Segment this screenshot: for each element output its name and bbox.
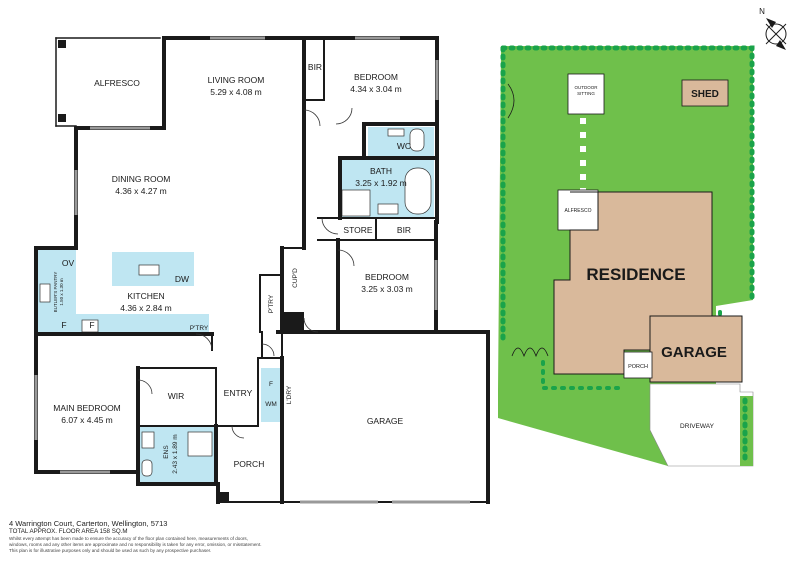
total-floor-area: TOTAL APPROX. FLOOR AREA 158 SQ.M xyxy=(9,528,128,535)
room-ensuite-name: ENS xyxy=(163,445,170,459)
service-block xyxy=(282,312,304,332)
room-bedroom-mid-size: 3.25 x 3.03 m xyxy=(361,284,413,294)
disclaimer-line-2: windows, rooms and any other items are a… xyxy=(9,542,262,547)
ensuite-basin xyxy=(141,431,155,449)
shed-label: SHED xyxy=(691,89,719,100)
walls xyxy=(34,36,490,504)
room-bedroom-top-name: BEDROOM xyxy=(354,72,398,82)
room-butlers-size: 1.50 x 1.30 m xyxy=(59,278,64,306)
shed xyxy=(681,79,729,107)
site-porch xyxy=(623,351,653,379)
room-bath-size: 3.25 x 1.92 m xyxy=(355,178,407,188)
site-porch-label: PORCH xyxy=(628,364,648,370)
property-address: 4 Warrington Court, Carterton, Wellingto… xyxy=(9,519,168,528)
ensuite-toilet xyxy=(141,459,153,477)
room-garage: GARAGE xyxy=(367,416,404,426)
room-bedroom-top-size: 4.34 x 3.04 m xyxy=(350,84,402,94)
room-cupboard: CUP'D xyxy=(292,268,299,288)
site-plan: OUTDOOR SITTING SHED ALFRESCO RESIDENCE … xyxy=(498,7,787,467)
footer: 4 Warrington Court, Carterton, Wellingto… xyxy=(9,519,389,554)
driveway-label: DRIVEWAY xyxy=(680,423,715,430)
wc-basin xyxy=(387,128,405,137)
room-bedroom-mid-name: BEDROOM xyxy=(365,272,409,282)
room-labels: ALFRESCO LIVING ROOM 5.29 x 4.08 m BIR B… xyxy=(53,62,413,474)
site-alfresco-label: ALFRESCO xyxy=(565,208,592,214)
residence-label: RESIDENCE xyxy=(586,265,685,284)
post-marker xyxy=(219,492,229,502)
outdoor-sitting-line2: SITTING xyxy=(577,91,595,96)
outdoor-sitting xyxy=(567,73,605,115)
doors xyxy=(137,107,355,439)
room-wir: WIR xyxy=(168,391,185,401)
disclaimer-line-1: Whilst every attempt has been made to en… xyxy=(9,536,249,541)
tree-outline xyxy=(507,83,515,119)
post-marker xyxy=(58,114,66,122)
disclaimer-line-3: This plan is for illustrative purposes o… xyxy=(9,548,212,553)
room-living-size: 5.29 x 4.08 m xyxy=(210,87,262,97)
room-dishwasher: DW xyxy=(175,274,189,284)
room-dining-name: DINING ROOM xyxy=(112,174,171,184)
room-living-name: LIVING ROOM xyxy=(208,75,265,85)
pantry-shelf xyxy=(39,283,51,303)
kitchen-bench xyxy=(76,314,209,334)
room-bir-top: BIR xyxy=(308,62,322,72)
room-fridge-1: F xyxy=(61,320,66,330)
room-dining-size: 4.36 x 4.27 m xyxy=(115,186,167,196)
laundry-area xyxy=(261,368,282,422)
bathtub xyxy=(404,167,432,215)
shrub-outline xyxy=(511,347,549,358)
room-pantry-kitchen: P'TRY xyxy=(190,325,209,332)
kitchen-sink xyxy=(138,264,160,276)
room-wc: WC xyxy=(397,141,411,151)
outdoor-sitting-line1: OUTDOOR xyxy=(575,85,599,90)
room-butlers-name: BUTLER'S PANTRY xyxy=(53,272,58,313)
room-ensuite-size: 2.43 x 1.89 m xyxy=(172,434,179,473)
room-washing-machine: WM xyxy=(265,401,277,408)
site-garage-label: GARAGE xyxy=(661,344,727,361)
site-alfresco xyxy=(557,189,599,231)
room-porch: PORCH xyxy=(234,459,265,469)
room-pantry-hall: P'TRY xyxy=(268,294,275,313)
toilet-fixture xyxy=(409,128,425,152)
room-store: STORE xyxy=(343,225,372,235)
room-laundry-fridge: F xyxy=(269,381,273,388)
room-alfresco: ALFRESCO xyxy=(94,78,140,88)
room-main-bedroom-size: 6.07 x 4.45 m xyxy=(61,415,113,425)
room-main-bedroom-name: MAIN BEDROOM xyxy=(53,403,121,413)
compass-north-label: N xyxy=(759,7,765,16)
room-oven: OV xyxy=(62,258,75,268)
room-kitchen-size: 4.36 x 2.84 m xyxy=(120,303,172,313)
shower xyxy=(341,189,371,217)
room-laundry: L'DRY xyxy=(286,385,293,404)
bath-vanity xyxy=(377,203,399,215)
room-kitchen-name: KITCHEN xyxy=(127,291,164,301)
room-bir-mid: BIR xyxy=(397,225,411,235)
compass-icon xyxy=(765,18,787,50)
post-marker xyxy=(58,40,66,48)
room-entry: ENTRY xyxy=(224,388,253,398)
site-garage xyxy=(649,315,743,383)
room-fridge-2: F xyxy=(89,320,94,330)
floor-plan xyxy=(34,36,490,504)
room-bath-name: BATH xyxy=(370,166,392,176)
ensuite-shower xyxy=(187,431,213,457)
windows xyxy=(34,36,470,504)
